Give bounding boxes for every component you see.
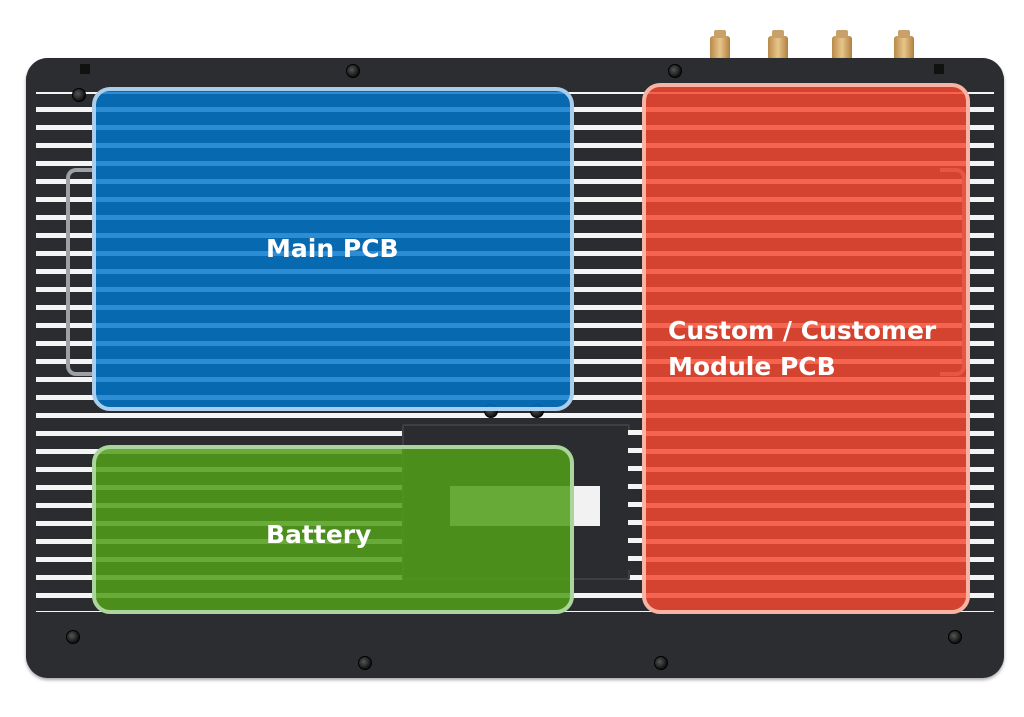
custom-module-pcb-label-line1: Custom / Customer — [668, 313, 968, 349]
vent-slots — [628, 430, 642, 570]
battery-region: Battery — [92, 445, 574, 614]
main-pcb-label: Main PCB — [266, 231, 399, 267]
custom-module-pcb-label-line2: Module PCB — [668, 349, 968, 385]
main-pcb-region: Main PCB — [92, 87, 574, 411]
screw-icon — [346, 64, 360, 78]
corner-clip-icon — [80, 64, 90, 74]
left-handle — [66, 168, 92, 376]
enclosure-right-rail — [994, 90, 1004, 615]
screw-icon — [72, 88, 86, 102]
screw-icon — [358, 656, 372, 670]
screw-icon — [948, 630, 962, 644]
corner-clip-icon — [934, 64, 944, 74]
screw-icon — [654, 656, 668, 670]
enclosure-left-rail — [26, 90, 36, 615]
custom-module-pcb-region: Custom / Customer Module PCB — [642, 83, 970, 614]
screw-icon — [66, 630, 80, 644]
enclosure-bottom-plate — [26, 612, 1004, 678]
battery-label: Battery — [266, 517, 371, 553]
custom-module-pcb-label: Custom / Customer Module PCB — [668, 313, 968, 385]
screw-icon — [668, 64, 682, 78]
